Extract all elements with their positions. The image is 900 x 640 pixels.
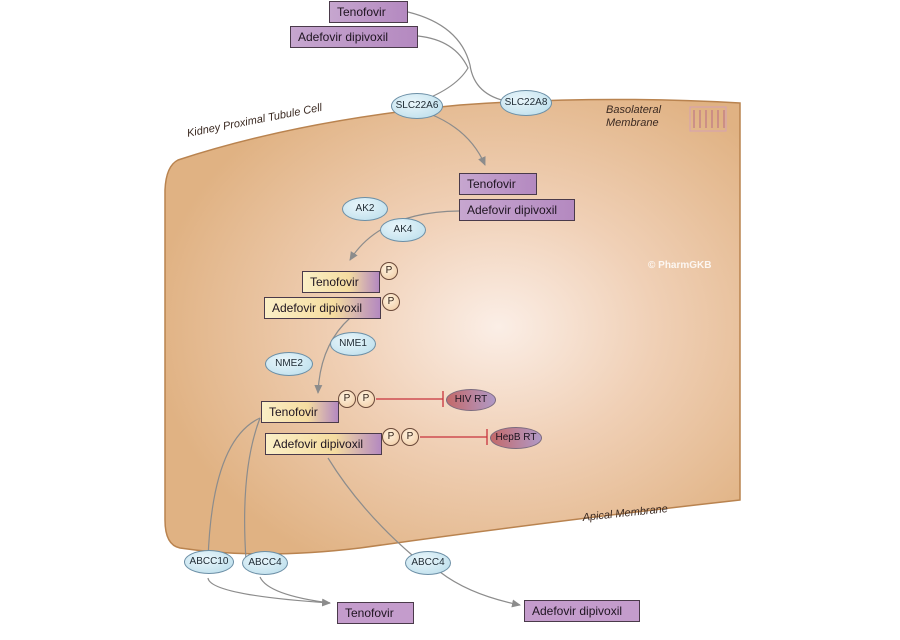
drug-box-adefovir-top: Adefovir dipivoxil [290,26,418,48]
phosphate-adefovir-mp: P [382,293,400,311]
phosphate-tenofovir-dp-2: P [357,390,375,408]
phosphate-tenofovir-mp: P [380,262,398,280]
kidney-cell-membrane [164,98,741,555]
transporter-slc22a8: SLC22A8 [500,90,552,116]
pharmgkb-watermark: © PharmGKB [648,260,712,271]
drug-box-adefovir-intracellular: Adefovir dipivoxil [459,199,575,221]
transporter-abcc4-left: ABCC4 [242,551,288,575]
membrane-bilayer-icon [689,106,727,132]
drug-box-tenofovir-top: Tenofovir [329,1,408,23]
drug-box-adefovir-diphosphate: Adefovir dipivoxil [265,433,382,455]
transporter-abcc10: ABCC10 [184,550,234,574]
enzyme-nme1: NME1 [330,332,376,356]
drug-box-tenofovir-effluxed: Tenofovir [337,602,414,624]
enzyme-nme2: NME2 [265,352,313,376]
drug-box-tenofovir-monophosphate: Tenofovir [302,271,380,293]
drug-box-tenofovir-diphosphate: Tenofovir [261,401,339,423]
drug-box-adefovir-effluxed: Adefovir dipivoxil [524,600,640,622]
transporter-slc22a6: SLC22A6 [391,93,443,119]
phosphate-adefovir-dp-1: P [382,428,400,446]
enzyme-ak4: AK4 [380,218,426,242]
phosphate-adefovir-dp-2: P [401,428,419,446]
drug-box-tenofovir-intracellular: Tenofovir [459,173,537,195]
target-hiv-rt: HIV RT [446,389,496,411]
transporter-abcc4-right: ABCC4 [405,551,451,575]
enzyme-ak2: AK2 [342,197,388,221]
basolateral-membrane-label: Basolateral Membrane [606,104,662,129]
target-hepb-rt: HepB RT [490,427,542,449]
phosphate-tenofovir-dp-1: P [338,390,356,408]
drug-box-adefovir-monophosphate: Adefovir dipivoxil [264,297,381,319]
